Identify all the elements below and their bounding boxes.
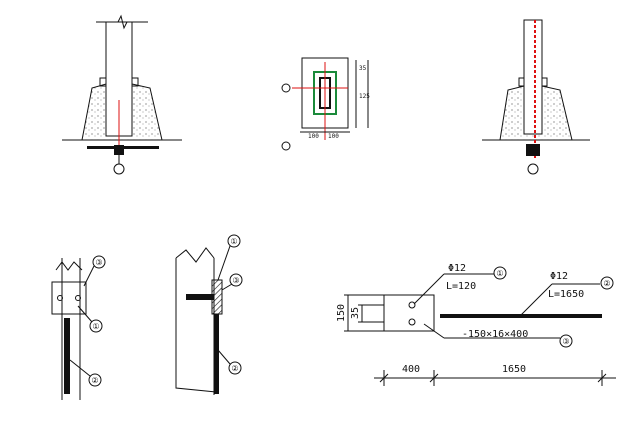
callout-2-left-label: ②: [91, 376, 98, 385]
plan-dim-3: 100: [308, 133, 319, 140]
plan-dim-4: 100: [328, 133, 339, 140]
plan-dim-2: 125: [359, 93, 370, 100]
rebar1-length: L=120: [446, 281, 476, 292]
callout-1-mid-label: ①: [230, 237, 237, 246]
callout-2-mid-label: ②: [231, 364, 238, 373]
detail-bottom-middle: ① ③ ②: [175, 234, 243, 395]
rebar-long: [440, 314, 602, 318]
detail-bottom-left: ③ ① ②: [51, 255, 106, 400]
rebar1-callout: ①: [496, 269, 503, 278]
callout-3-left-label: ③: [95, 258, 102, 267]
footing-section-right: [482, 19, 590, 175]
embed-plate: [383, 294, 435, 332]
plate-callout: ③: [562, 337, 569, 346]
rebar2-callout: ②: [603, 279, 610, 288]
rebar2-spec: Φ12: [550, 271, 568, 282]
callout-1-left-label: ①: [92, 322, 99, 331]
footing-section-left: [62, 14, 182, 175]
plan-dim-1: 35: [359, 65, 367, 72]
dim-height: 150: [336, 304, 347, 322]
dim-offset: 35: [350, 307, 361, 319]
base-plate-plan: 35 125 100 100: [281, 57, 370, 151]
rebar2-length: L=1650: [548, 289, 584, 300]
anchor-plate-detail: ① Φ12 L=120 ② Φ12 L=1650 ③ -150×16×400 1…: [336, 263, 616, 386]
dim-plate-width: 400: [402, 364, 420, 375]
rebar1-spec: Φ12: [448, 263, 466, 274]
dim-rebar-width: 1650: [502, 364, 526, 375]
callout-3-mid-label: ③: [232, 276, 239, 285]
callout-3-left: [92, 255, 106, 269]
plate-spec: -150×16×400: [462, 329, 528, 340]
